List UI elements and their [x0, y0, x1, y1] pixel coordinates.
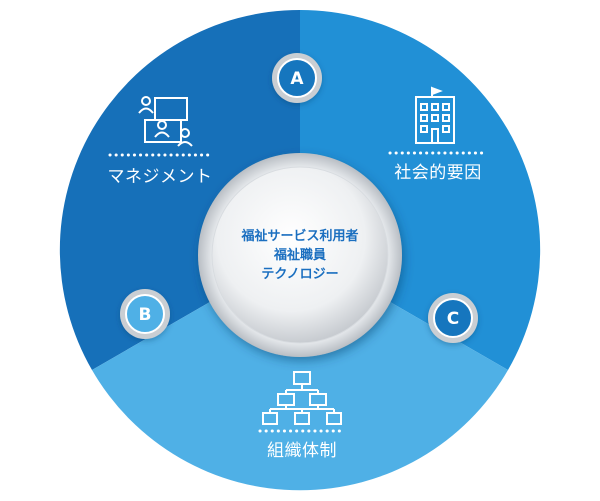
center-line-2: 福祉職員 — [273, 247, 326, 263]
building-icon — [415, 86, 455, 144]
badge-c-letter: C — [447, 309, 459, 329]
badge-b-letter: B — [139, 305, 152, 325]
center-line-3: テクノロジー — [261, 267, 338, 282]
hierarchy-icon — [262, 371, 342, 425]
segment-c-organization — [92, 250, 508, 491]
segment-label-c: 組織体制 — [267, 441, 337, 461]
segment-label-a: 社会的要因 — [394, 163, 482, 183]
org-people-icon — [138, 96, 193, 147]
badge-a-letter: A — [290, 69, 304, 89]
badge-c: C — [428, 293, 478, 343]
segment-label-b: マネジメント — [108, 167, 213, 187]
badge-a: A — [272, 53, 322, 103]
center-line-1: 福祉サービス利用者 — [240, 228, 358, 244]
center-hub: 福祉サービス利用者 福祉職員 テクノロジー — [198, 153, 402, 357]
badge-b: B — [120, 289, 170, 339]
